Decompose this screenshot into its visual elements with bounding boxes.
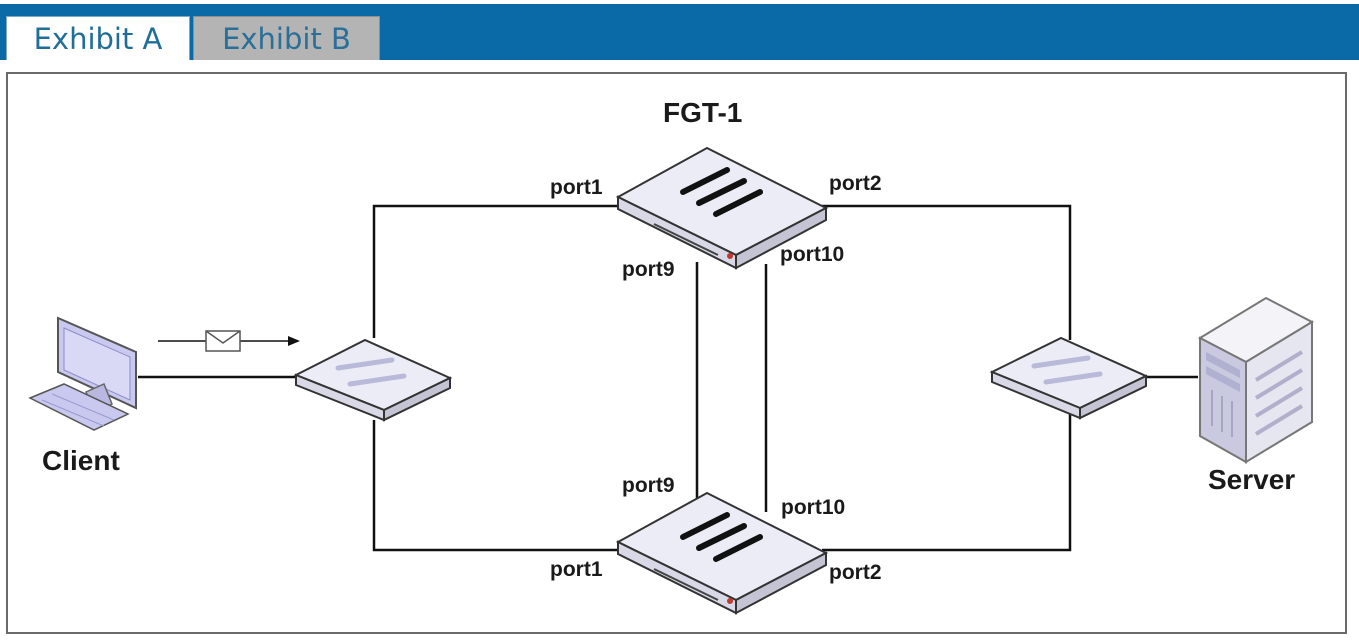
- server-icon: [1197, 296, 1315, 464]
- connection-lines: [138, 204, 1198, 552]
- traffic-arrow: [158, 330, 300, 352]
- link-switch-fgt2-port1: [372, 420, 622, 552]
- firewall-icon: [615, 146, 829, 270]
- switch-icon: [989, 336, 1149, 420]
- fgt2-port1-label: port1: [550, 558, 603, 581]
- tab-bar: Exhibit A Exhibit B: [0, 0, 1359, 60]
- server-label: Server: [1208, 464, 1296, 495]
- firewall-icon: [615, 491, 829, 615]
- fgt1-label: FGT-1: [663, 97, 743, 128]
- tab-exhibit-b[interactable]: Exhibit B: [193, 16, 380, 60]
- fgt2-port9-label: port9: [622, 474, 675, 497]
- client-label: Client: [42, 445, 120, 476]
- link-switch-fgt1-port1: [372, 204, 622, 338]
- fgt1-port1-label: port1: [550, 176, 603, 199]
- fgt1-port10-label: port10: [780, 243, 845, 266]
- fgt1-port9-label: port9: [622, 258, 675, 281]
- link-fgt1-port2-switch: [822, 204, 1072, 340]
- envelope-icon: [205, 330, 241, 352]
- tab-exhibit-a[interactable]: Exhibit A: [6, 16, 190, 60]
- link-fgt2-port2-switch: [822, 410, 1072, 552]
- computer-icon: [28, 316, 137, 431]
- switch-icon: [293, 338, 453, 422]
- fgt2-port10-label: port10: [781, 496, 846, 519]
- fgt1-port2-label: port2: [829, 172, 882, 195]
- fgt2-port2-label: port2: [829, 561, 882, 584]
